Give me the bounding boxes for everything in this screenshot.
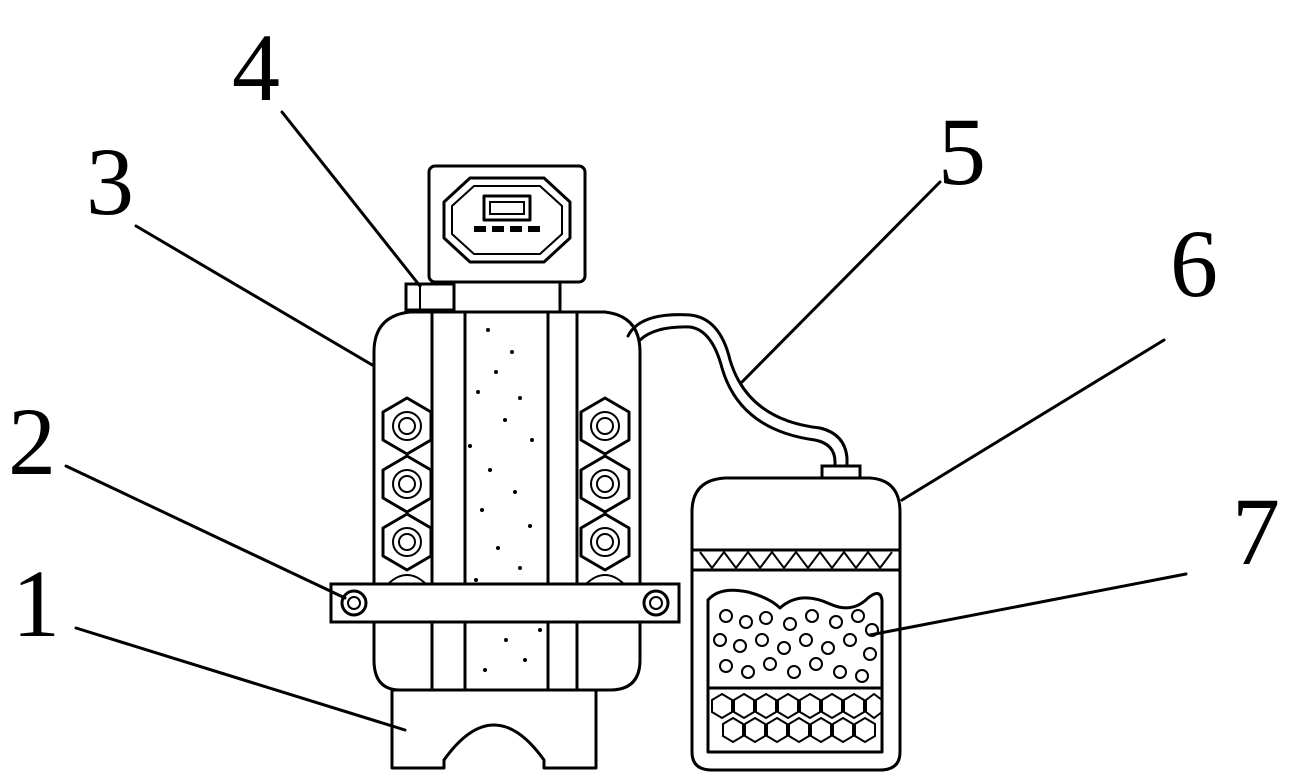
leader-line-2: [64, 464, 347, 600]
leader-line-5: [740, 180, 942, 384]
label-5: 5: [938, 98, 986, 205]
label-4: 4: [232, 14, 280, 121]
label-7: 7: [1232, 478, 1280, 585]
hex-nuts-right: [579, 396, 631, 585]
filter-media-column: [468, 328, 542, 672]
filter-media-bed: [706, 588, 884, 754]
base-stand: [390, 688, 598, 770]
hex-nuts-left: [381, 396, 433, 585]
control-valve-head: [427, 164, 587, 314]
leader-line-1: [74, 626, 407, 732]
inlet-pipe: [404, 282, 456, 312]
leader-line-7: [868, 572, 1188, 637]
brine-tank: [690, 476, 902, 772]
reference-numerals: 1 2 3 4 5 6 7: [8, 14, 1280, 657]
label-2: 2: [8, 388, 56, 495]
label-3: 3: [86, 128, 134, 235]
leader-line-4: [280, 110, 422, 288]
connecting-hose: [626, 313, 862, 480]
clamp-band: [329, 582, 681, 624]
leader-line-6: [900, 338, 1166, 502]
label-1: 1: [12, 550, 60, 657]
leader-line-3: [134, 224, 376, 368]
label-6: 6: [1170, 210, 1218, 317]
filter-tank: [372, 310, 642, 692]
leader-lines: [64, 110, 1188, 732]
